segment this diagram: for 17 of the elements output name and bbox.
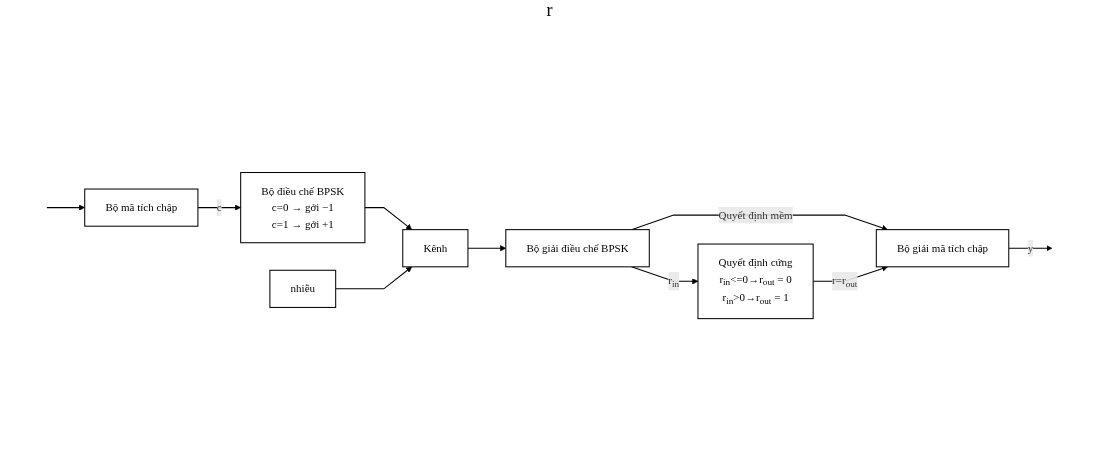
arrow	[46, 205, 85, 212]
edge-label: y	[1027, 242, 1034, 255]
node-box: Quyết định cứng r$_{in}$<=0→r$_{out}$ = 0 r$_{in}$>0→r$_{out}$ = 1	[697, 243, 814, 320]
edge-label: Quyết định mềm	[718, 209, 793, 222]
node-box: Bộ mã tích chập	[84, 188, 199, 228]
signal-label: r	[546, 0, 553, 20]
arrow	[364, 207, 413, 231]
node-box: Kênh	[402, 229, 469, 268]
node-box: Bộ giải điều chế BPSK	[505, 229, 650, 268]
arrow	[197, 205, 241, 212]
node-box: nhiễu	[269, 270, 337, 309]
edge-label: c	[216, 201, 222, 214]
node-box: Bộ giải mã tích chập	[875, 229, 1010, 268]
node-box: Bộ điều chế BPSK c=0 → gởi −1 c=1 → gởi +1	[240, 172, 366, 244]
edge-label: r=r$_{out}$	[832, 274, 858, 290]
edge-label: r$_{in}$	[668, 274, 680, 290]
arrow	[335, 266, 413, 290]
